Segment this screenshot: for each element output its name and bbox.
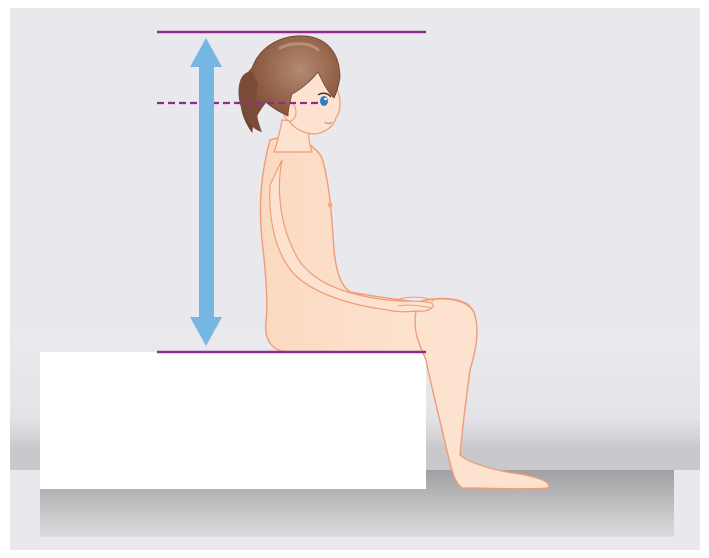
eye-shine — [324, 98, 327, 101]
eye — [320, 96, 328, 106]
chest-dot — [328, 203, 333, 208]
stool — [40, 352, 426, 489]
